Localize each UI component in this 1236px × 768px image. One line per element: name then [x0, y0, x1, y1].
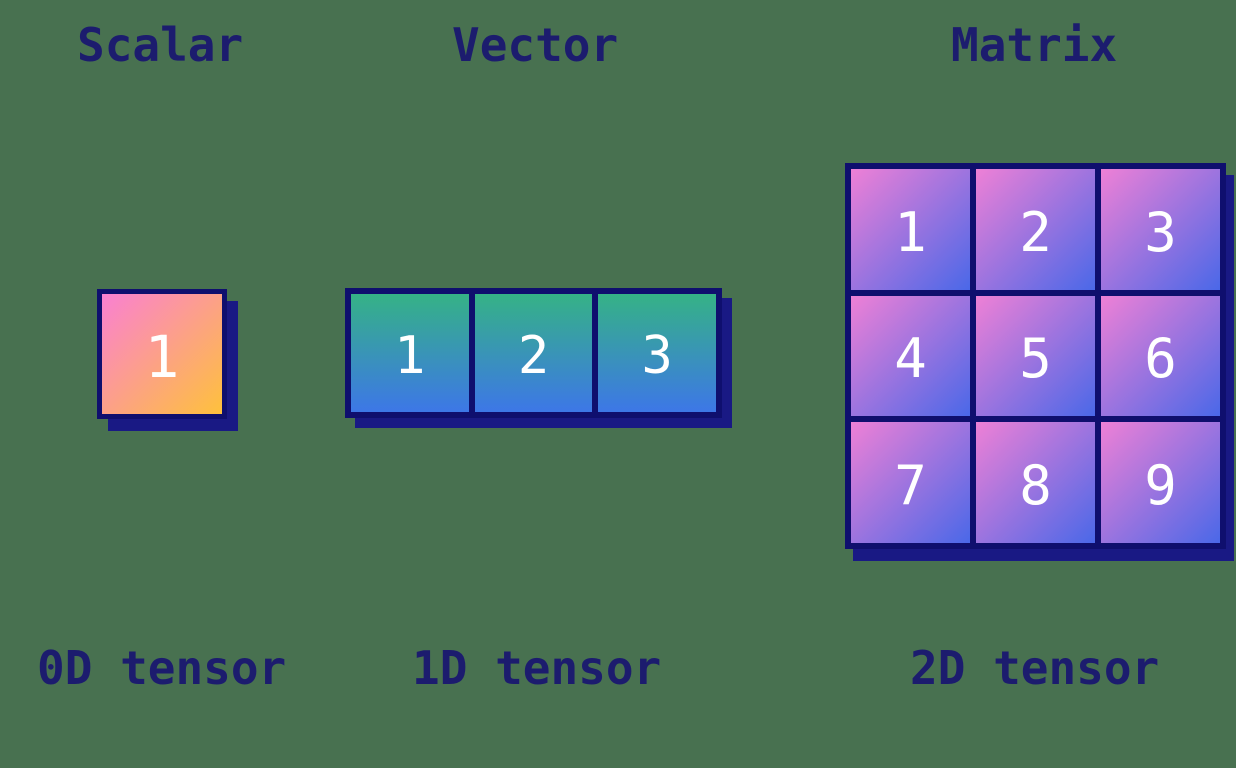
matrix-cell: 4	[851, 295, 970, 417]
matrix-cell: 7	[851, 422, 970, 543]
scalar-box: 1	[97, 289, 227, 419]
cell-value: 4	[894, 327, 927, 391]
cell-value: 6	[1144, 327, 1177, 391]
matrix-cell: 2	[976, 169, 1095, 290]
cell-value: 3	[1144, 200, 1177, 264]
matrix-box: 1 2 3 4 5 6 7 8 9	[845, 163, 1226, 549]
matrix-cell: 3	[1101, 169, 1220, 290]
cell-value: 8	[1019, 454, 1052, 518]
matrix-cell: 8	[976, 422, 1095, 543]
cell-value: 1	[144, 323, 180, 391]
cell-value: 1	[894, 200, 927, 264]
cell-value: 3	[641, 326, 673, 386]
matrix-caption: 2D tensor	[910, 641, 1160, 695]
cell-value: 5	[1019, 327, 1052, 391]
cell-value: 1	[394, 326, 426, 386]
scalar-caption: 0D tensor	[37, 641, 287, 695]
matrix-cell: 6	[1101, 295, 1220, 417]
scalar-title: Scalar	[77, 18, 244, 72]
vector-cell: 1	[351, 294, 469, 412]
matrix-cell: 1	[851, 169, 970, 290]
matrix-title: Matrix	[951, 18, 1118, 72]
cell-value: 7	[894, 454, 927, 518]
scalar-cell: 1	[102, 294, 222, 414]
vector-cell: 2	[474, 294, 593, 412]
vector-caption: 1D tensor	[412, 641, 662, 695]
vector-box: 1 2 3	[345, 288, 722, 418]
cell-value: 9	[1144, 454, 1177, 518]
matrix-cell: 9	[1101, 422, 1220, 543]
vector-cell: 3	[598, 294, 717, 412]
cell-value: 2	[517, 326, 550, 386]
cell-value: 2	[1019, 200, 1052, 264]
vector-title: Vector	[452, 18, 619, 72]
matrix-cell: 5	[976, 295, 1095, 417]
